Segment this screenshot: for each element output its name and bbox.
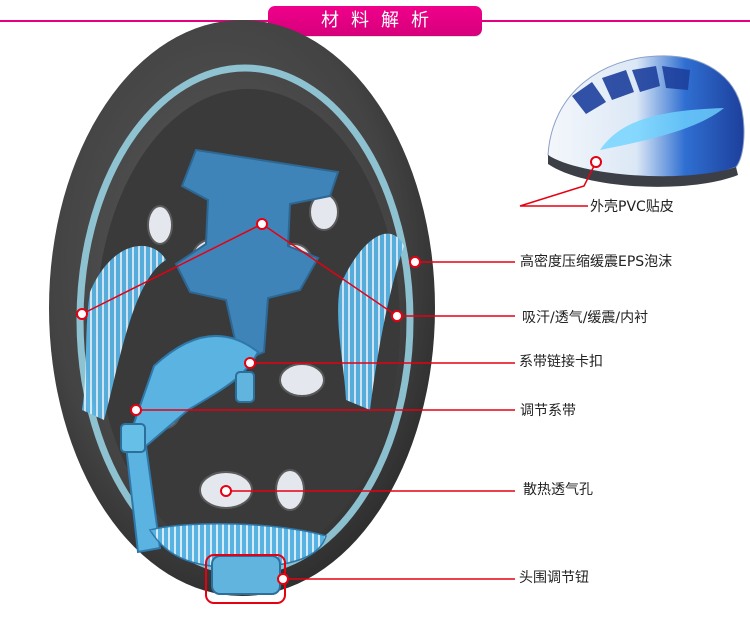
callout-dots <box>76 156 602 585</box>
callout-dot-dial <box>277 573 289 585</box>
callout-dot-liner-center <box>256 218 268 230</box>
left-side-strap <box>82 245 166 420</box>
comfort-liner-pad <box>174 148 340 364</box>
inset-helmet-swoosh <box>600 108 724 150</box>
label-vent: 散热透气孔 <box>523 482 593 498</box>
helmet-interior <box>49 20 435 604</box>
callout-lines <box>81 161 597 580</box>
inset-helmet-rim <box>548 155 738 187</box>
strap-buckle <box>235 371 255 403</box>
vent-hole <box>147 205 173 245</box>
callout-dot-eps <box>409 256 421 268</box>
header-rule-left <box>0 20 268 22</box>
callout-dot-buckle <box>244 357 256 369</box>
strap-buckle <box>120 423 146 453</box>
callout-dot-strap <box>130 404 142 416</box>
vent-hole <box>279 363 325 397</box>
header-rule-right <box>482 20 750 22</box>
label-adjustment-strap: 调节系带 <box>520 403 576 419</box>
label-liner: 吸汗/透气/缓震/内衬 <box>522 310 649 326</box>
callout-dot-liner-right <box>391 310 403 322</box>
right-side-strap <box>338 233 404 410</box>
label-eps-foam: 高密度压缩缓震EPS泡沫 <box>520 254 673 270</box>
label-buckle: 系带链接卡扣 <box>519 354 603 370</box>
callout-line-shell <box>519 161 597 207</box>
callout-dot-shell <box>590 156 602 168</box>
label-shell: 外壳PVC贴皮 <box>590 199 674 215</box>
callout-dot-vent <box>220 485 232 497</box>
section-title: 材料解析 <box>268 6 482 36</box>
label-dial: 头围调节钮 <box>519 570 589 586</box>
vent-hole <box>275 469 305 511</box>
callout-dot-liner-left <box>76 308 88 320</box>
inset-helmet-vents <box>572 66 690 114</box>
shell-inset-illustration <box>547 55 745 187</box>
callout-line-liner <box>81 223 515 317</box>
head-size-dial <box>211 555 281 595</box>
